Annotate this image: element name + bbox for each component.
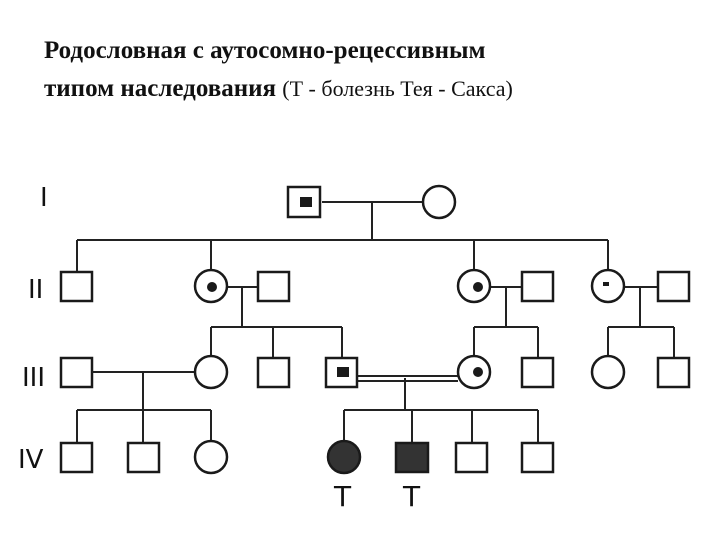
- male-gen2-c: [656, 270, 691, 303]
- male-gen4-1: [59, 441, 94, 474]
- male-gen4-2: [126, 441, 161, 474]
- female-gen4-3: [193, 439, 229, 475]
- female-affected-gen4: [326, 439, 362, 475]
- male-gen4-6: [454, 441, 489, 474]
- title-line-1: Родословная с аутосомно-рецессивным: [44, 37, 486, 64]
- affected-label-male: Т: [402, 480, 421, 513]
- male-gen3-e: [656, 356, 691, 389]
- male-gen2-1: [59, 270, 94, 303]
- title-line-2-bold: типом наследования: [44, 75, 277, 102]
- male-gen3-b: [256, 356, 291, 389]
- carrier-mark: [300, 197, 312, 207]
- carrier-dot: [473, 282, 483, 292]
- generation-label-1: I: [40, 183, 48, 213]
- male-gen3-c: [520, 356, 555, 389]
- carrier-dot: [207, 282, 217, 292]
- title-line-2: типом наследования (Т - болезнь Тея - Са…: [44, 70, 704, 108]
- female-gen3-a: [193, 354, 229, 390]
- male-gen4-7: [520, 441, 555, 474]
- male-gen3-1: [59, 356, 94, 389]
- generation-label-3: III: [22, 363, 45, 393]
- title-line-2-note: (Т - болезнь Тея - Сакса): [282, 76, 513, 101]
- female-gen1: [421, 184, 457, 220]
- male-affected-gen4: [394, 441, 430, 474]
- affected-label-female: Т: [333, 480, 352, 513]
- carrier-mark: [603, 282, 609, 286]
- carrier-dot: [473, 367, 483, 377]
- male-gen2-a: [256, 270, 291, 303]
- carrier-mark: [337, 367, 349, 377]
- female-gen3-d: [590, 354, 626, 390]
- generation-label-4: IV: [18, 445, 44, 475]
- diagram-title: Родословная с аутосомно-рецессивным типо…: [44, 32, 704, 108]
- male-gen2-b: [520, 270, 555, 303]
- generation-label-2: II: [28, 275, 43, 305]
